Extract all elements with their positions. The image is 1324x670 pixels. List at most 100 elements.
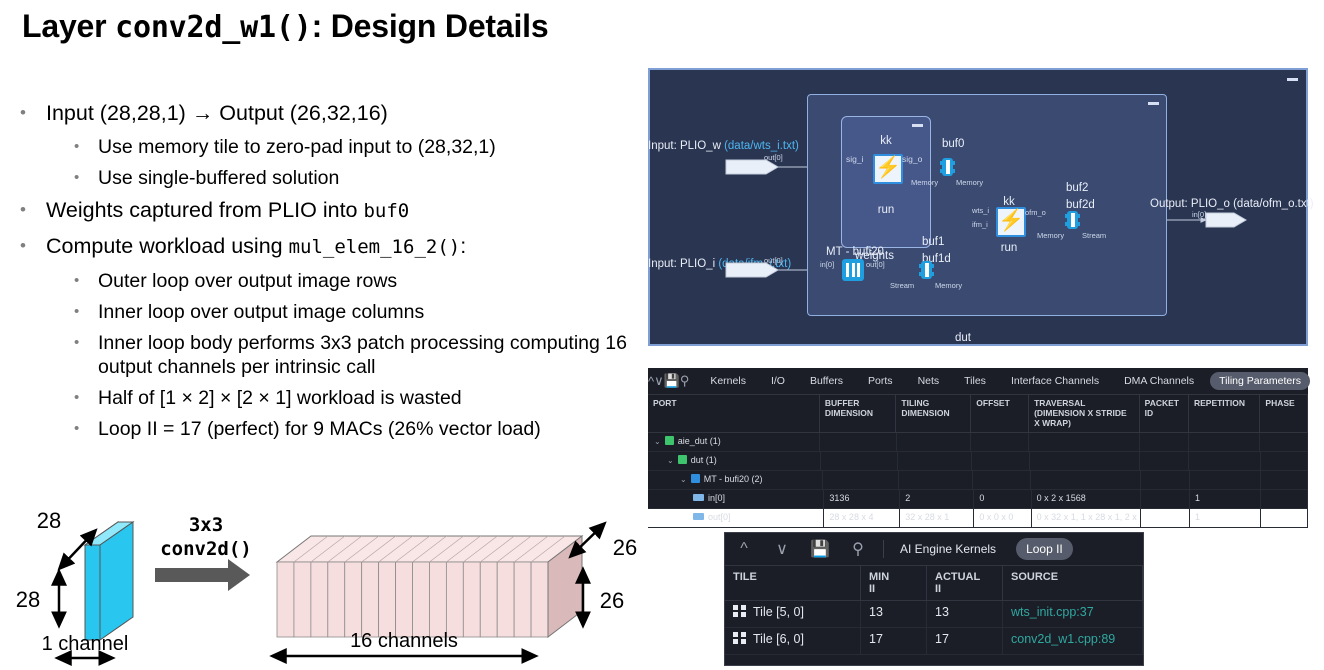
tiling-port-label: dut (1) bbox=[691, 455, 717, 465]
search-icon[interactable]: ⚲ bbox=[839, 539, 877, 559]
title-prefix: Layer bbox=[22, 8, 115, 44]
bullet-text: Use single-buffered solution bbox=[98, 166, 640, 190]
loop-column-header: MINII bbox=[861, 566, 927, 600]
weights-minimize-icon[interactable] bbox=[912, 124, 923, 127]
buf2-node-icon[interactable] bbox=[1067, 211, 1078, 229]
weights-kernel-icon[interactable]: ⚡ bbox=[873, 154, 903, 184]
loop-source-link[interactable]: wts_init.cpp:37 bbox=[1003, 601, 1143, 627]
table-row[interactable]: ⌄aie_dut (1) bbox=[648, 433, 1308, 452]
bullet-span: Use single-buffered solution bbox=[98, 167, 339, 189]
dut-minimize-icon[interactable] bbox=[1148, 102, 1159, 105]
table-row[interactable]: ⌄ dut (1) bbox=[648, 452, 1308, 471]
memtile-icon bbox=[691, 474, 700, 483]
main-kernel-in-port-1: wts_i bbox=[972, 206, 989, 215]
tiling-cell bbox=[1189, 452, 1260, 470]
bullet-marker: • bbox=[20, 197, 46, 223]
loop-column-header: TILE bbox=[725, 566, 861, 600]
tiling-tab-ports[interactable]: Ports bbox=[859, 372, 902, 390]
bullet-item: •Half of [1 × 2] × [2 × 1] workload is w… bbox=[20, 386, 640, 410]
tiling-column-header: REPETITION bbox=[1189, 395, 1260, 432]
save-icon[interactable]: 💾 bbox=[664, 373, 680, 389]
collapse-all-icon[interactable]: ^ bbox=[725, 540, 763, 558]
title-suffix: : Design Details bbox=[312, 8, 549, 44]
bullet-marker: • bbox=[20, 233, 46, 259]
bullet-span: Outer loop over output image rows bbox=[98, 270, 397, 292]
buf0-right-label: Memory bbox=[956, 178, 983, 187]
loop-tab-ai-engine-kernels[interactable]: AI Engine Kernels bbox=[890, 538, 1006, 560]
bullet-marker: • bbox=[74, 269, 98, 293]
tiling-cell bbox=[1141, 509, 1190, 527]
bullet-marker: • bbox=[74, 300, 98, 324]
tiling-cell bbox=[1140, 452, 1189, 470]
table-row[interactable]: ⌄MT - bufi20 (2) bbox=[648, 471, 1308, 490]
table-row[interactable]: in[0]3136200 x 2 x 15681 bbox=[648, 490, 1308, 509]
chevron-down-icon[interactable]: ⌄ bbox=[667, 456, 674, 465]
tiling-tab-i-o[interactable]: I/O bbox=[762, 372, 794, 390]
tiling-cell: 1 bbox=[1190, 509, 1261, 527]
op-label-line1: 3x3 bbox=[189, 514, 223, 536]
tiling-cell bbox=[1140, 433, 1189, 451]
chevron-down-icon[interactable]: ⌄ bbox=[680, 475, 687, 484]
loop-column-header: ACTUALII bbox=[927, 566, 1003, 600]
loop-tile-cell: Tile [6, 0] bbox=[725, 628, 861, 654]
graph-icon bbox=[678, 455, 687, 464]
conv-figure: 28 28 1 channel 3x3 conv2d() 26 26 16 ch… bbox=[0, 500, 648, 670]
tiling-cell bbox=[973, 471, 1030, 489]
main-kernel-icon[interactable]: ⚡ bbox=[996, 207, 1026, 237]
loop-actual-ii-cell: 13 bbox=[927, 601, 1003, 627]
table-row[interactable]: Tile [5, 0]1313wts_init.cpp:37 bbox=[725, 601, 1143, 628]
buf1-left-label: Stream bbox=[890, 281, 914, 290]
loop-source-link[interactable]: conv2d_w1.cpp:89 bbox=[1003, 628, 1143, 654]
dut-graph-label: dut bbox=[955, 332, 971, 344]
loop-tab-loop-ii[interactable]: Loop II bbox=[1016, 538, 1073, 560]
tiling-tab-buffers[interactable]: Buffers bbox=[801, 372, 852, 390]
output-stack bbox=[277, 536, 582, 637]
bullet-span: Loop II = 17 (perfect) for 9 MACs (26% v… bbox=[98, 418, 541, 440]
input-plio-w-port: out[0] bbox=[764, 153, 783, 162]
tiling-cell bbox=[972, 452, 1030, 470]
aie-graph-diagram[interactable]: kk ⚡ run sig_i sig_o weights Input: PLIO… bbox=[648, 68, 1308, 346]
input-plio-w-label: Input: PLIO_w (data/wts_i.txt) bbox=[648, 140, 799, 152]
table-row[interactable]: out[0]28 x 28 x 432 x 28 x 10 x 0 x 00 x… bbox=[648, 509, 1308, 528]
buf1-node-icon[interactable] bbox=[921, 261, 932, 279]
page-title: Layer conv2d_w1(): Design Details bbox=[22, 8, 548, 45]
expand-all-icon[interactable]: ∨ bbox=[654, 373, 664, 389]
tiling-tabs: Kernels I/O Buffers Ports Nets Tiles Interface… bbox=[701, 372, 1310, 390]
loop-ii-panel[interactable]: ^ ∨ 💾 ⚲ AI Engine Kernels Loop II TILEMIN… bbox=[724, 532, 1144, 666]
bullet-code: buf0 bbox=[363, 200, 409, 222]
tiling-tab-dma-channels[interactable]: DMA Channels bbox=[1115, 372, 1203, 390]
save-icon[interactable]: 💾 bbox=[801, 539, 839, 559]
input-height-label: 28 bbox=[16, 587, 40, 612]
table-row[interactable]: Tile [6, 0]1717conv2d_w1.cpp:89 bbox=[725, 628, 1143, 655]
tile-label: Tile [5, 0] bbox=[753, 605, 804, 619]
loop-table-header: TILEMINIIACTUALIISOURCE bbox=[725, 566, 1143, 601]
op-label-line2: conv2d() bbox=[160, 538, 252, 560]
bullet-span: Use memory tile to zero-pad input to (28… bbox=[98, 136, 496, 158]
buf2-right-label: Stream bbox=[1082, 231, 1106, 240]
bullet-text: Loop II = 17 (perfect) for 9 MACs (26% v… bbox=[98, 417, 640, 441]
tiling-tab-interface-channels[interactable]: Interface Channels bbox=[1002, 372, 1108, 390]
memory-tile-node-icon[interactable] bbox=[842, 259, 864, 281]
bullet-text: Outer loop over output image rows bbox=[98, 269, 640, 293]
chevron-down-icon[interactable]: ⌄ bbox=[654, 437, 661, 446]
buf0-node-icon[interactable] bbox=[942, 158, 953, 176]
tiling-cell bbox=[1031, 471, 1141, 489]
main-kernel-out-port: ofm_o bbox=[1025, 208, 1046, 217]
tiling-tab-nets[interactable]: Nets bbox=[909, 372, 949, 390]
tiling-tab-tiling-parameters[interactable]: Tiling Parameters bbox=[1210, 372, 1310, 390]
tiling-cell bbox=[1189, 433, 1260, 451]
bullet-text: Half of [1 × 2] × [2 × 1] workload is wa… bbox=[98, 386, 640, 410]
expand-all-icon[interactable]: ∨ bbox=[763, 539, 801, 559]
loop-min-ii-cell: 17 bbox=[861, 628, 927, 654]
weights-kernel-name: kk bbox=[880, 135, 892, 147]
bullet-item: •Inner loop body performs 3x3 patch proc… bbox=[20, 331, 640, 379]
tiling-tab-tiles[interactable]: Tiles bbox=[955, 372, 995, 390]
loop-tabs: AI Engine Kernels Loop II bbox=[890, 538, 1073, 560]
tiling-cell bbox=[1029, 433, 1140, 451]
tiling-column-header: TILING DIMENSION bbox=[896, 395, 971, 432]
tiling-cell: 28 x 28 x 4 bbox=[824, 509, 900, 527]
tiling-parameters-panel[interactable]: ^ ∨ 💾 ⚲ KernelsI/OBuffersPortsNetsTilesI… bbox=[648, 368, 1308, 508]
tiling-cell bbox=[1261, 509, 1308, 527]
search-icon[interactable]: ⚲ bbox=[680, 373, 690, 389]
tiling-tab-kernels[interactable]: Kernels bbox=[701, 372, 755, 390]
